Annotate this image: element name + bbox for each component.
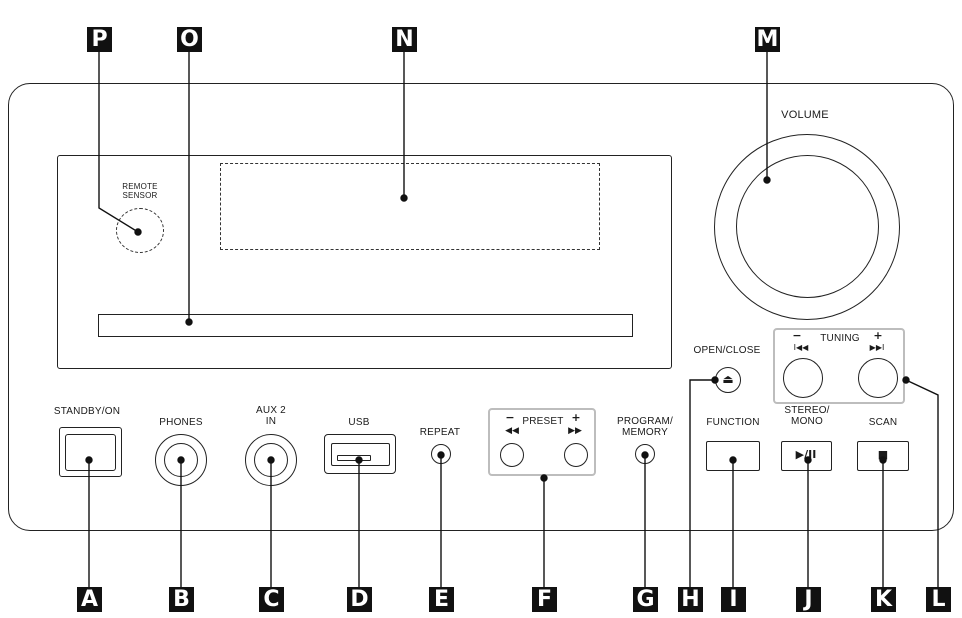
dot-d	[355, 456, 363, 464]
usb-port-frame	[324, 434, 396, 474]
rewind-icon: ◀◀	[505, 426, 519, 436]
dot-m	[763, 176, 771, 184]
dot-p	[134, 228, 142, 236]
repeat-label: REPEAT	[419, 427, 461, 438]
front-panel	[8, 83, 954, 531]
stereo-mono-label: STEREO/ MONO	[784, 405, 830, 427]
callout-m: M	[755, 27, 780, 52]
dot-g	[641, 451, 649, 459]
preset-up-button[interactable]	[564, 443, 588, 467]
preset-plus-glyph: +	[571, 411, 581, 424]
callout-b: B	[169, 587, 194, 612]
usb-label: USB	[348, 417, 370, 428]
callout-g: G	[633, 587, 658, 612]
volume-knob[interactable]	[736, 155, 879, 298]
play-pause-button[interactable]	[781, 441, 832, 471]
callout-h: H	[678, 587, 703, 612]
callout-p: P	[87, 27, 112, 52]
disc-slot[interactable]	[98, 314, 633, 337]
remote-sensor	[116, 208, 164, 253]
callout-d: D	[347, 587, 372, 612]
tuning-plus-glyph: +	[873, 329, 883, 342]
play-pause-icon: ▶/II	[795, 448, 817, 461]
dot-l	[902, 376, 910, 384]
tuning-group	[773, 328, 905, 404]
callout-n: N	[392, 27, 417, 52]
dot-j	[804, 456, 812, 464]
callout-k: K	[871, 587, 896, 612]
callout-l: L	[926, 587, 951, 612]
leader-h	[689, 379, 715, 590]
remote-sensor-label: REMOTE SENSOR	[122, 182, 158, 200]
fast-forward-icon: ▶▶	[568, 426, 582, 436]
callout-a: A	[77, 587, 102, 612]
preset-minus-glyph: −	[505, 411, 515, 424]
callout-o: O	[177, 27, 202, 52]
dot-h	[711, 376, 719, 384]
callout-j: J	[796, 587, 821, 612]
callout-c: C	[259, 587, 284, 612]
volume-knob-ring	[714, 134, 900, 320]
preset-down-button[interactable]	[500, 443, 524, 467]
dot-b	[177, 456, 185, 464]
standby-on-label: STANDBY/ON	[53, 406, 121, 417]
dot-e	[437, 451, 445, 459]
dot-c	[267, 456, 275, 464]
skip-back-icon: I◀◀	[793, 343, 809, 352]
aux2-in-label: AUX 2 IN	[256, 405, 286, 427]
phones-label: PHONES	[159, 417, 203, 428]
tuning-minus-glyph: −	[792, 329, 802, 342]
scan-label: SCAN	[868, 417, 898, 428]
usb-contact	[337, 455, 371, 461]
tuning-label: TUNING	[820, 333, 860, 344]
dot-a	[85, 456, 93, 464]
tuning-down-button[interactable]	[783, 358, 823, 398]
dot-k	[879, 456, 887, 464]
dot-n	[400, 194, 408, 202]
program-memory-label: PROGRAM/ MEMORY	[616, 416, 674, 438]
stop-icon: ■	[877, 448, 889, 461]
eject-icon: ⏏	[722, 372, 734, 386]
display-window	[57, 155, 672, 369]
tuning-up-button[interactable]	[858, 358, 898, 398]
open-close-label: OPEN/CLOSE	[693, 345, 761, 356]
leader-l	[905, 379, 939, 590]
dot-f	[540, 474, 548, 482]
callout-i: I	[721, 587, 746, 612]
leader-p	[98, 52, 139, 233]
standby-button-frame	[59, 427, 122, 477]
dot-o	[185, 318, 193, 326]
display-area	[220, 163, 600, 250]
volume-label: VOLUME	[781, 109, 829, 121]
dot-i	[729, 456, 737, 464]
callout-e: E	[429, 587, 454, 612]
preset-label: PRESET	[522, 416, 564, 427]
usb-port[interactable]	[331, 443, 390, 466]
callout-f: F	[532, 587, 557, 612]
skip-forward-icon: ▶▶I	[869, 343, 885, 352]
standby-on-button[interactable]	[65, 434, 116, 471]
function-label: FUNCTION	[706, 417, 760, 428]
